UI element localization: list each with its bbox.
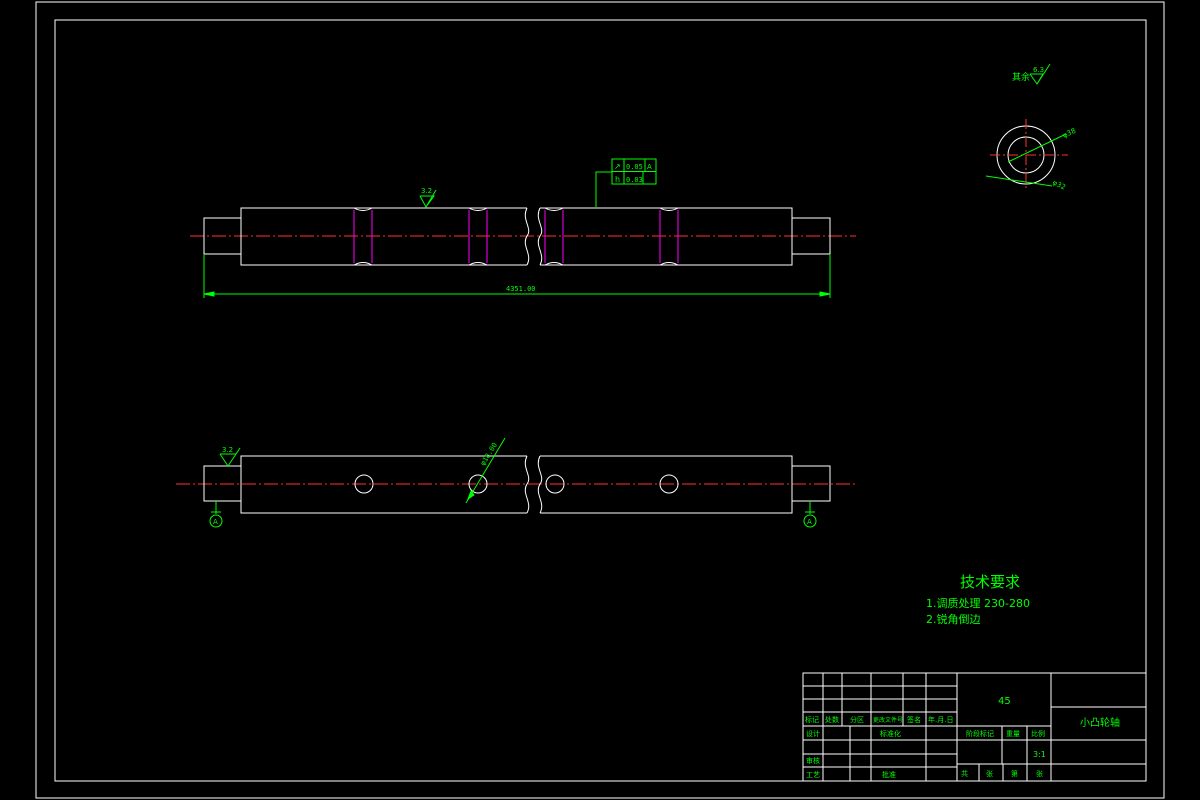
stage-label-weight: 重量 <box>1006 730 1020 738</box>
tolerance-row1-value: 0.05 <box>626 163 643 171</box>
left-label-review: 审核 <box>806 756 820 765</box>
header-label-6: 年.月.日 <box>928 715 953 724</box>
bottom-annotations <box>209 437 817 528</box>
left-label-standard: 标准化 <box>880 729 901 738</box>
top-length-value: 4351.00 <box>506 285 536 293</box>
bottom-body-left <box>240 455 527 514</box>
section-view <box>985 63 1068 191</box>
bottom-finish-value: 3.2 <box>222 446 233 454</box>
left-label-process: 工艺 <box>806 771 820 779</box>
top-break-left <box>524 207 530 266</box>
stage-label-scale: 比例 <box>1031 729 1045 738</box>
top-shaft-view <box>190 207 856 266</box>
hole-2 <box>468 474 488 494</box>
sheet-label-sheets: 张 <box>986 769 993 778</box>
part-name: 小凸轮轴 <box>1080 716 1120 729</box>
header-label-1: 标记 <box>805 715 819 724</box>
tech-requirement-2: 2.锐角倒边 <box>926 612 981 626</box>
datum-left-label: A <box>213 518 218 526</box>
header-label-4: 更改文件号 <box>873 716 903 724</box>
top-annotations <box>203 158 831 298</box>
tech-requirements-title: 技术要求 <box>960 573 1020 591</box>
datum-right-marker <box>803 514 817 528</box>
tolerance-row1-datum: A <box>647 163 652 171</box>
remaining-finish-value: 6.3 <box>1033 66 1044 74</box>
sheet-label-sheet: 张 <box>1036 769 1043 778</box>
datum-left-marker <box>209 514 223 528</box>
remaining-finish-label: 其余 <box>1012 71 1030 83</box>
outer-diameter-leader <box>1007 133 1067 163</box>
hole-1 <box>354 474 374 494</box>
stage-label-mark: 阶段标记 <box>966 729 994 738</box>
top-finish-symbol <box>419 189 437 208</box>
title-block-frame <box>802 672 1147 782</box>
top-grooves <box>353 210 679 263</box>
title-block <box>802 672 1147 782</box>
top-right-journal <box>791 217 831 255</box>
hole-dimension-leader <box>465 437 506 504</box>
inner-diameter-leader <box>985 175 1053 187</box>
tolerance-row1-symbol: ↗ <box>614 162 621 171</box>
header-label-2: 处数 <box>825 715 839 724</box>
inner-border <box>54 19 1147 782</box>
title-block-text: 45 小凸轮轴 3:1 标记 处数 分区 更改文件号 签名 年.月.日 设计 标… <box>805 696 1120 779</box>
bottom-right-journal <box>791 465 831 502</box>
tolerance-row2-symbol: h <box>615 175 620 184</box>
tech-requirement-1: 1.调质处理 230-280 <box>926 597 1030 610</box>
bottom-finish-symbol <box>219 447 241 467</box>
top-tolerance-leader <box>595 171 612 207</box>
left-label-design: 设计 <box>806 729 820 738</box>
sheet-label-total: 共 <box>961 769 968 778</box>
top-groove-notches <box>353 207 679 266</box>
header-label-5: 签名 <box>907 715 921 724</box>
datum-right-label: A <box>807 518 812 526</box>
outer-diameter-value: φ38 <box>1061 127 1077 140</box>
header-label-3: 分区 <box>850 715 864 724</box>
top-break-right <box>537 207 543 266</box>
bottom-shaft-view <box>176 455 856 514</box>
left-label-approve: 批准 <box>882 770 896 779</box>
inner-diameter-value: φ32 <box>1051 179 1067 192</box>
bottom-break-left <box>524 455 530 514</box>
tolerance-row2-value: 0.03 <box>626 176 643 184</box>
bottom-break-right <box>537 455 543 514</box>
scale-value: 3:1 <box>1033 750 1046 759</box>
hole-4 <box>659 474 679 494</box>
remaining-finish-symbol <box>1029 63 1051 85</box>
top-finish-value: 3.2 <box>421 187 432 195</box>
top-body-left <box>240 207 527 266</box>
hole-3 <box>545 474 565 494</box>
outer-border <box>35 1 1165 799</box>
sheet-label-no: 第 <box>1011 769 1018 778</box>
material-value: 45 <box>998 696 1011 707</box>
hole-dimension-value: φ18.00 <box>479 441 499 467</box>
